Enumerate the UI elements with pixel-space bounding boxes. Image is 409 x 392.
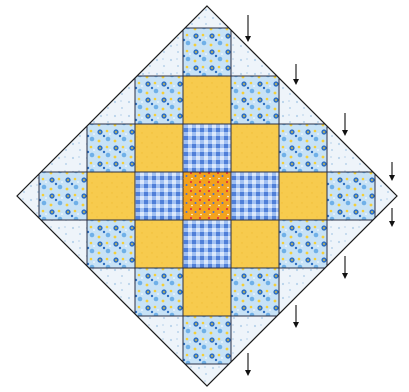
quilt-block-floral	[87, 220, 135, 268]
arrow-down-icon	[389, 208, 395, 227]
quilt-block-floral	[231, 268, 279, 316]
arrow-down-icon	[245, 15, 251, 42]
quilt-block-floral	[279, 220, 327, 268]
arrow-down-icon	[342, 256, 348, 279]
quilt-block-floral	[327, 172, 375, 220]
quilt-block-yellow	[279, 172, 327, 220]
quilt-block-floral	[279, 124, 327, 172]
arrow-down-icon	[389, 162, 395, 181]
quilt-block-floral	[135, 268, 183, 316]
quilt-block-floral	[183, 316, 231, 364]
quilt-block-floral	[231, 76, 279, 124]
quilt-block-gingham	[135, 172, 183, 220]
arrow-down-icon	[342, 113, 348, 136]
quilt-block-gingham	[231, 172, 279, 220]
quilt-block-gingham	[183, 124, 231, 172]
quilt-block-yellow	[135, 220, 183, 268]
arrow-down-icon	[293, 64, 299, 85]
quilt-block-gingham	[183, 220, 231, 268]
quilt-blocks	[39, 28, 375, 364]
quilt-block-yellow	[183, 76, 231, 124]
quilt-block-dot-center	[183, 172, 231, 220]
quilt-block-floral	[39, 172, 87, 220]
quilt-block-yellow	[183, 268, 231, 316]
quilt-block-yellow	[87, 172, 135, 220]
quilt-block-floral	[183, 28, 231, 76]
arrow-down-icon	[293, 305, 299, 328]
quilt-block-yellow	[135, 124, 183, 172]
quilt-block-yellow	[231, 220, 279, 268]
quilt-block-yellow	[231, 124, 279, 172]
quilt-block-floral	[135, 76, 183, 124]
quilt-block-floral	[87, 124, 135, 172]
arrow-down-icon	[245, 353, 251, 376]
